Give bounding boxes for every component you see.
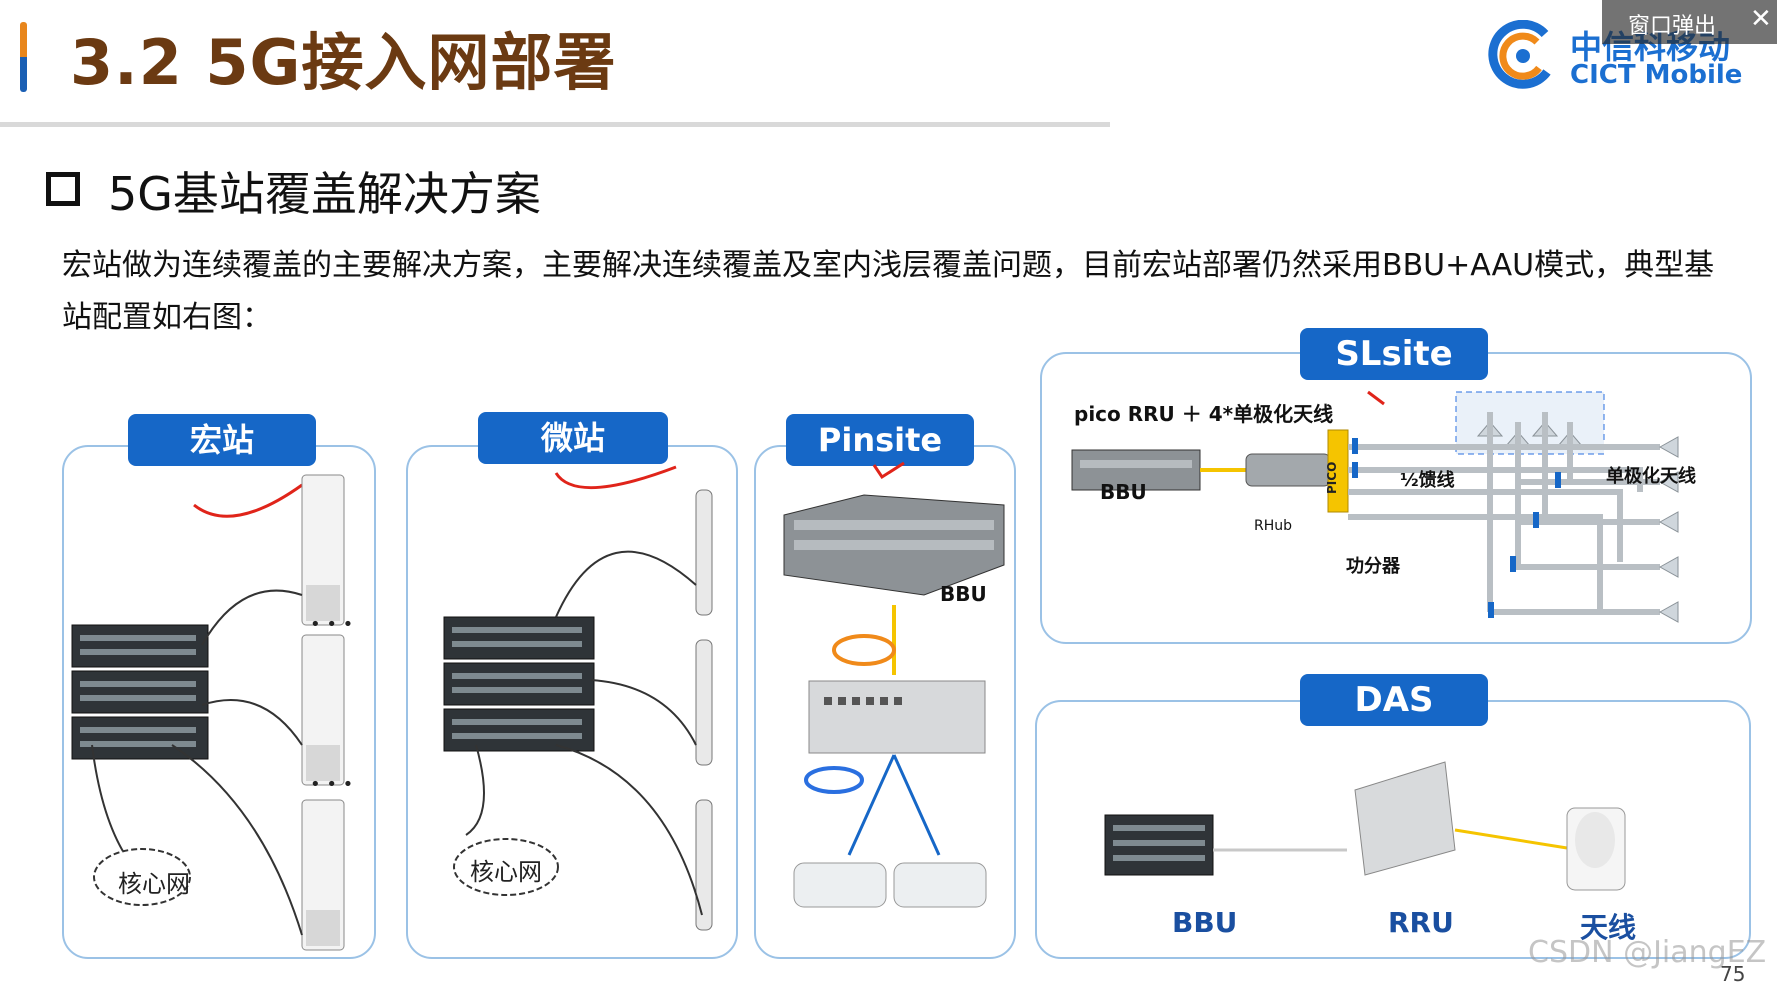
macro-station-diagram: • • • • • •: [71, 474, 353, 951]
section-paragraph: 宏站做为连续覆盖的主要解决方案，主要解决连续覆盖及室内浅层覆盖问题，目前宏站部署…: [62, 248, 1715, 335]
slsite-caption: pico RRU ＋ 4*单极化天线: [1074, 402, 1334, 426]
micro-station-diagram: [443, 465, 713, 931]
bullet-square-icon: [46, 172, 80, 206]
slsite-rhub-label: RHub: [1254, 518, 1293, 534]
title-accent-bar: [20, 22, 27, 92]
slsite-antenna-label: 单极化天线: [1606, 466, 1696, 487]
close-icon[interactable]: ✕: [1750, 4, 1772, 34]
logo-english-text: CICT Mobile: [1570, 60, 1743, 90]
slsite-pico-label: PICO: [1325, 461, 1339, 494]
pinsite-bbu-label: BBU: [940, 582, 987, 606]
pinsite-tag: Pinsite: [786, 414, 974, 466]
popup-label[interactable]: 窗口弹出: [1628, 14, 1717, 39]
title-divider: [0, 122, 1110, 127]
cict-logo-icon: [1488, 20, 1551, 89]
pinsite-diagram: [783, 461, 1005, 908]
das-rru-label: RRU: [1388, 906, 1454, 939]
slsite-bbu-label: BBU: [1100, 480, 1147, 504]
popup-window-button[interactable]: 窗口弹出 ✕: [1602, 0, 1777, 44]
section-heading: 5G基站覆盖解决方案: [108, 167, 541, 221]
slide-title: 3.2 5G接入网部署: [70, 26, 617, 99]
micro-core-network-label: 核心网: [470, 858, 542, 886]
page-number: 75: [1720, 962, 1746, 986]
aau-unit: [301, 474, 345, 626]
das-bbu-label: BBU: [1172, 906, 1238, 939]
aau-unit: [301, 634, 345, 786]
slsite-panel: [1040, 352, 1752, 644]
das-tag: DAS: [1300, 674, 1488, 726]
slsite-tag: SLsite: [1300, 328, 1488, 380]
macro-station-tag: 宏站: [128, 414, 316, 466]
das-diagram: [1104, 761, 1626, 891]
svg-text:• • •: • • •: [310, 614, 353, 635]
svg-text:• • •: • • •: [310, 774, 353, 795]
aau-unit: [301, 799, 345, 951]
watermark: CSDN @JiangEZ: [1528, 935, 1767, 970]
slsite-splitter-label: 功分器: [1346, 556, 1400, 577]
slsite-diagram: [1071, 390, 1679, 623]
macro-core-network-label: 核心网: [118, 870, 190, 898]
das-antenna-label: 天线: [1580, 911, 1637, 944]
slsite-feeder-label: ½馈线: [1400, 470, 1455, 491]
micro-station-tag: 微站: [478, 412, 668, 464]
